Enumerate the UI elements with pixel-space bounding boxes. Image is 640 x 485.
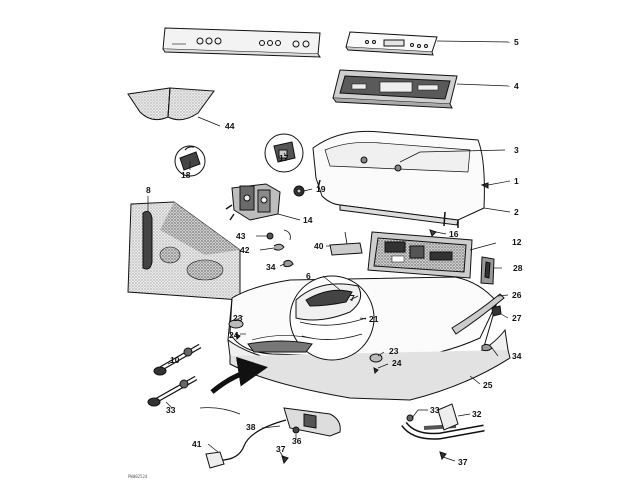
callout-32: 32 <box>472 409 482 419</box>
callout-33b: 33 <box>430 405 440 415</box>
callout-2: 2 <box>514 207 519 217</box>
callout-18: 18 <box>181 170 191 180</box>
callout-37a: 37 <box>276 444 286 454</box>
part-33-hose-clamp <box>406 414 414 422</box>
callout-4: 4 <box>514 81 519 91</box>
part-37-screw-left <box>281 455 289 465</box>
callout-17: 17 <box>279 153 289 163</box>
callout-40: 40 <box>314 241 324 251</box>
part-40-bracket <box>329 231 363 256</box>
part-34-clip-upper <box>283 259 294 268</box>
part-32-drain-hose <box>401 403 485 440</box>
part-4-display-board <box>332 69 458 109</box>
part-25-cabinet-top <box>227 328 511 401</box>
part-14-inlet-valve <box>225 183 281 221</box>
callout-27: 27 <box>512 313 522 323</box>
callout-34a: 34 <box>266 262 276 272</box>
callout-23a: 23 <box>233 313 243 323</box>
callout-10: 10 <box>170 355 180 365</box>
callout-26: 26 <box>512 290 522 300</box>
tub-opening <box>247 335 313 353</box>
part-33-inlet-hose <box>147 375 198 407</box>
part-12-control-board <box>367 231 473 279</box>
part-6-7-magnified-detail <box>289 275 375 361</box>
drawing-code: PW002524 <box>128 474 148 479</box>
part-28-lid-lock <box>480 256 495 285</box>
callout-6: 6 <box>306 271 311 281</box>
part-8-detail-inset <box>127 201 241 301</box>
callout-labels: 5 4 44 3 17 18 1 19 8 2 14 43 16 42 40 1… <box>128 37 523 479</box>
callout-7: 7 <box>350 293 355 303</box>
callout-37b: 37 <box>458 457 468 467</box>
part-16-screw <box>429 229 437 237</box>
callout-16: 16 <box>449 229 459 239</box>
callout-19: 19 <box>316 184 326 194</box>
callout-25: 25 <box>483 380 493 390</box>
callout-41: 41 <box>192 439 202 449</box>
callout-8: 8 <box>146 185 151 195</box>
callout-1: 1 <box>514 176 519 186</box>
part-42-hose-clamp <box>273 229 291 251</box>
part-27-hinge-clip <box>491 305 502 317</box>
part-5-display-overlay <box>345 31 438 56</box>
control-panel-face <box>162 27 321 58</box>
part-37-screw-right <box>439 451 447 461</box>
callout-24b: 24 <box>392 358 402 368</box>
callout-5: 5 <box>514 37 519 47</box>
part-38-cord-bracket <box>283 407 341 437</box>
part-36-strain-relief <box>292 426 300 434</box>
part-24-screw-left <box>235 333 241 341</box>
part-19-nut <box>293 185 305 197</box>
callout-34b: 34 <box>512 351 522 361</box>
callout-42: 42 <box>240 245 250 255</box>
part-3-console-backguard <box>312 130 485 228</box>
callout-33a: 33 <box>166 405 176 415</box>
callout-24a: 24 <box>229 330 239 340</box>
part-10-inlet-hose <box>153 343 202 376</box>
part-23-bumper-right <box>369 353 383 363</box>
callout-28: 28 <box>513 263 523 273</box>
callout-44: 44 <box>225 121 235 131</box>
callout-38: 38 <box>246 422 256 432</box>
part-1-screw <box>480 182 489 189</box>
part-44-bowl-caps <box>127 87 215 121</box>
part-26-hinge-rod <box>451 293 505 335</box>
callout-3: 3 <box>514 145 519 155</box>
part-41-power-cord <box>199 407 287 469</box>
assembly-arrow <box>210 356 268 394</box>
callout-12: 12 <box>512 237 522 247</box>
callout-23b: 23 <box>389 346 399 356</box>
callout-43: 43 <box>236 231 246 241</box>
leader-lines <box>147 40 511 462</box>
part-24-screw-right <box>373 367 379 375</box>
callout-21: 21 <box>369 314 379 324</box>
callout-36: 36 <box>292 436 302 446</box>
callout-14: 14 <box>303 215 313 225</box>
